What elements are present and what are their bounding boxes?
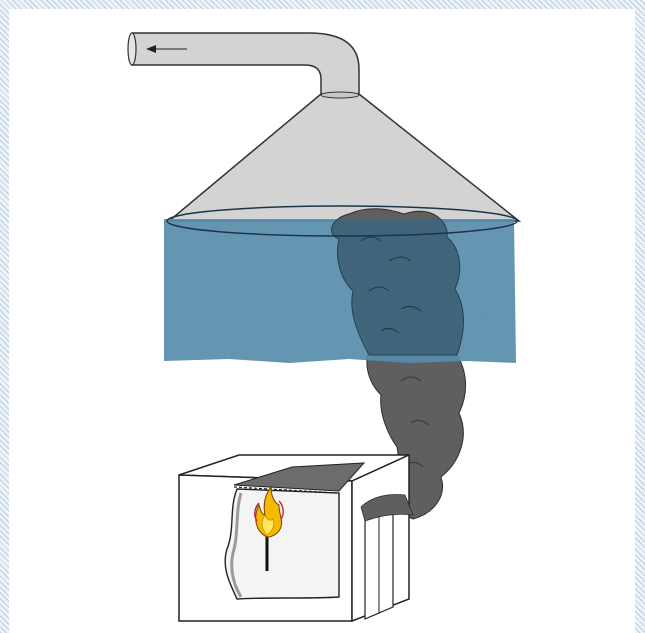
exhaust-duct [128, 33, 359, 101]
figure-caption [0, 613, 645, 633]
fire-test-diagram [9, 9, 635, 633]
burn-room [179, 455, 413, 621]
exhaust-hood [169, 92, 519, 221]
hot-smoke-layer [164, 206, 519, 369]
diagram-canvas [9, 9, 635, 633]
